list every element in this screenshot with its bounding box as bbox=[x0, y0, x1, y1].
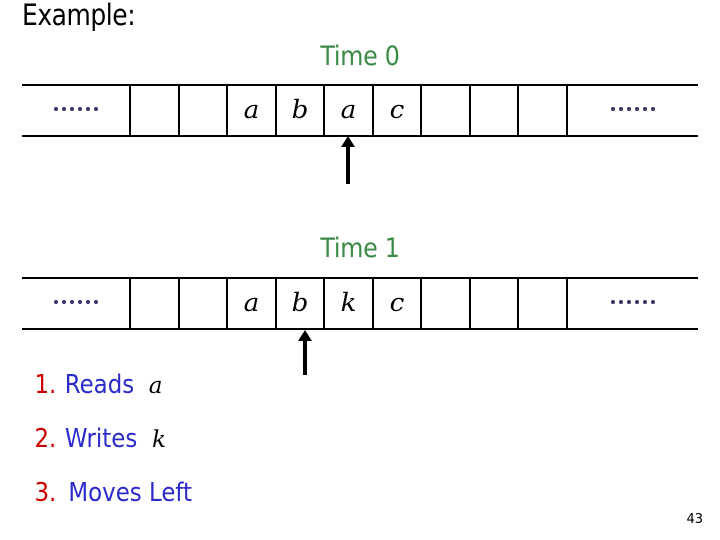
tape-cell: b bbox=[277, 86, 325, 135]
ellipsis-icon bbox=[53, 299, 98, 304]
step-number: 3. bbox=[34, 478, 57, 508]
tape-caption-time0: Time 0 bbox=[320, 41, 400, 72]
step-symbol: a bbox=[148, 373, 163, 399]
step-symbol: k bbox=[152, 427, 166, 453]
ellipsis-icon bbox=[610, 106, 655, 111]
tape-cell bbox=[180, 279, 228, 328]
tape-cell-symbol: k bbox=[340, 288, 357, 317]
arrow-shaft bbox=[346, 145, 350, 184]
tape-cell-symbol: a bbox=[243, 288, 260, 317]
tape-cell bbox=[519, 279, 568, 328]
tape-cell bbox=[568, 86, 699, 135]
tape-cell bbox=[131, 279, 180, 328]
tape-cell-symbol: b bbox=[291, 95, 309, 124]
tape-cell bbox=[22, 279, 131, 328]
ellipsis-icon bbox=[53, 106, 98, 111]
tape-cell bbox=[131, 86, 180, 135]
tape-cell: k bbox=[325, 279, 374, 328]
tape-cell: a bbox=[228, 86, 277, 135]
tape-cell: c bbox=[374, 279, 422, 328]
tape-cell: c bbox=[374, 86, 422, 135]
tape-cell bbox=[568, 279, 699, 328]
tape-cell-symbol: c bbox=[389, 95, 405, 124]
tape-head-arrow-time1 bbox=[296, 330, 314, 375]
tape-cell-symbol: c bbox=[389, 288, 405, 317]
page-title: Example: bbox=[22, 0, 136, 32]
tape-cell bbox=[471, 279, 519, 328]
tape-cell: a bbox=[228, 279, 277, 328]
step-label: Moves Left bbox=[68, 478, 192, 508]
arrow-shaft bbox=[303, 339, 307, 375]
tape-cell bbox=[22, 86, 131, 135]
arrow-up-icon bbox=[298, 330, 312, 341]
tape-cell bbox=[180, 86, 228, 135]
step-label: Writes bbox=[64, 424, 138, 454]
page-number: 43 bbox=[686, 512, 703, 527]
step-number: 2. bbox=[34, 424, 57, 454]
list-item: 3. Moves Left bbox=[33, 478, 433, 532]
tape-caption-time1: Time 1 bbox=[320, 233, 400, 264]
tape-head-arrow-time0 bbox=[339, 136, 357, 184]
tape-cell bbox=[422, 279, 471, 328]
tape-cell bbox=[422, 86, 471, 135]
tape-cell: a bbox=[325, 86, 374, 135]
tape-cell: b bbox=[277, 279, 325, 328]
tape-cell-symbol: a bbox=[340, 95, 357, 124]
arrow-up-icon bbox=[341, 136, 355, 147]
tape-cell-symbol: a bbox=[243, 95, 260, 124]
tape-cell-symbol: b bbox=[291, 288, 309, 317]
tape-cell bbox=[471, 86, 519, 135]
step-label: Reads bbox=[64, 370, 134, 400]
tape-cell bbox=[519, 86, 568, 135]
ellipsis-icon bbox=[610, 299, 655, 304]
step-number: 1. bbox=[34, 370, 57, 400]
